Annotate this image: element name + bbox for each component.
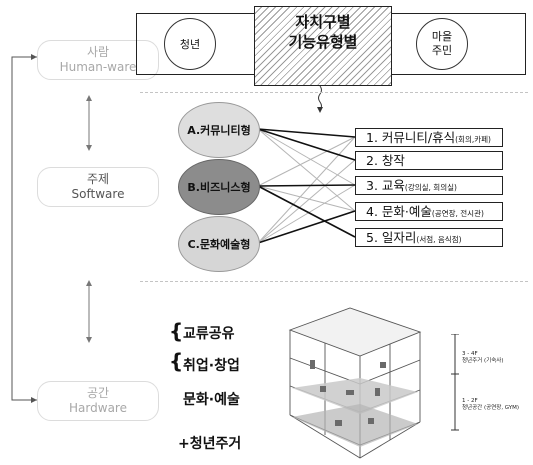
topic-5-main: 5. 일자리 [366, 230, 417, 245]
software-ko: 주제 [86, 172, 110, 186]
topic-1-box: 1. 커뮤니티/휴식(회의,카페) [355, 128, 503, 147]
double-arrow-2-head-bottom [86, 337, 92, 343]
hatched-center-label: 자치구별 기능유형별 [254, 12, 392, 52]
youth-label: 청년 [179, 38, 201, 51]
topic-3-main: 3. 교육 [366, 178, 405, 193]
type-a-circle: A.커뮤니티형 [178, 102, 260, 158]
keyword-employment: 취업·창업 [183, 358, 240, 374]
upper-floor-note: 3 - 4F 청년주거 (기숙사) [462, 351, 503, 365]
separator-top [140, 92, 528, 93]
lower-floor-desc: 청년공간 (공연장, GYM) [462, 405, 520, 411]
software-box: 주제 Software [37, 167, 159, 207]
topic-3-box: 3. 교육(강의실, 회의실) [355, 176, 503, 195]
human-ware-box: 사람 Human-ware [37, 40, 159, 80]
brace-2: { [169, 349, 184, 373]
arrow-head-bottom [31, 397, 37, 403]
topic-2-box: 2. 창작 [355, 151, 503, 170]
center-line-2: 기능유형별 [288, 33, 358, 51]
topic-5-box: 5. 일자리(서점, 음식점) [355, 228, 503, 247]
upper-floor-title: 3 - 4F [462, 351, 478, 357]
topic-5-detail: (서점, 음식점) [416, 235, 462, 244]
human-ware-en: Human-ware [59, 60, 137, 74]
lower-floor-note: 1 - 2F 청년공간 (공연장, GYM) [462, 398, 519, 412]
topic-1-detail: (회의,카페) [455, 135, 491, 144]
hardware-ko: 공간 [86, 386, 110, 400]
residents-line-2: 주민 [431, 44, 453, 57]
topic-4-detail: (공연장, 전시관) [431, 209, 484, 218]
type-c-circle: C.문화예술형 [178, 216, 260, 272]
squiggle-arrow-head [317, 107, 323, 113]
keyword-exchange: 교류공유 [183, 326, 235, 342]
hatched-center-box [254, 6, 392, 86]
left-bracket [11, 56, 37, 401]
squiggle-arrow [318, 85, 322, 111]
hardware-box: 공간 Hardware [37, 381, 159, 421]
brace-1: { [169, 319, 184, 343]
topic-2-main: 2. 창작 [366, 153, 405, 168]
double-arrow-2-head-top [86, 280, 92, 286]
double-arrow-1-head-bottom [86, 145, 92, 151]
building-illustration [288, 307, 422, 459]
type-b-circle: B.비즈니스형 [178, 159, 260, 215]
double-arrow-1-head-top [86, 95, 92, 101]
center-line-1: 자치구별 [295, 13, 351, 31]
human-ware-ko: 사람 [86, 45, 110, 59]
residents-line-1: 마을 [431, 30, 453, 43]
type-b-label: B.비즈니스형 [187, 181, 251, 194]
bold-connectors [257, 128, 356, 244]
topic-1-main: 1. 커뮤니티/휴식 [366, 130, 456, 145]
type-a-label: A.커뮤니티형 [187, 124, 251, 137]
topic-4-box: 4. 문화·예술(공연장, 전시관) [355, 202, 503, 221]
keyword-housing: +청년주거 [178, 436, 242, 452]
keyword-culture: 문화·예술 [183, 392, 240, 408]
separator-bottom [140, 281, 528, 282]
type-c-label: C.문화예술형 [187, 238, 251, 251]
upper-floor-desc: 청년주거 (기숙사) [462, 358, 504, 364]
topic-3-detail: (강의실, 회의실) [404, 183, 457, 192]
lower-floor-title: 1 - 2F [462, 398, 478, 404]
floor-bracket [451, 334, 459, 431]
residents-circle: 마을 주민 [416, 18, 468, 70]
software-en: Software [71, 187, 125, 201]
topic-4-main: 4. 문화·예술 [366, 204, 432, 219]
hardware-en: Hardware [69, 401, 127, 415]
arrow-head-top [31, 54, 37, 60]
youth-circle: 청년 [164, 18, 216, 70]
